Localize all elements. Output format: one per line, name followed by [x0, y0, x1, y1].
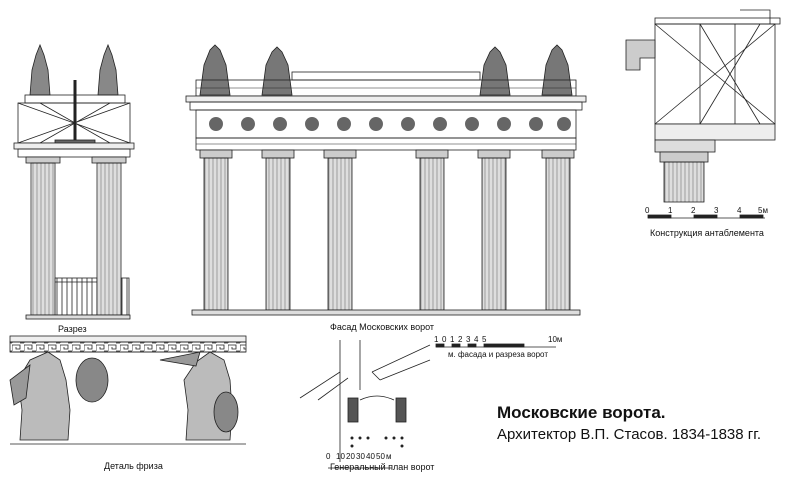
scale-tick: 1: [450, 335, 455, 344]
scale-tick: 3: [466, 335, 471, 344]
scale-tick: 10: [336, 452, 345, 461]
scale-tick: 1: [668, 206, 673, 215]
scale-tick: 40: [366, 452, 375, 461]
section-drawing: [13, 43, 135, 320]
scale-tick: 2: [458, 335, 463, 344]
scale-tick: 0: [645, 206, 650, 215]
facade-scale-caption: м. фасада и разреза ворот: [448, 350, 548, 359]
scale-tick: 5м: [758, 206, 768, 215]
scale-tick: 30: [356, 452, 365, 461]
scale-tick: 20: [346, 452, 355, 461]
scale-tick: 5: [482, 335, 487, 344]
facade-scale-bar: [435, 343, 556, 348]
plan-label: Генеральный план ворот: [330, 462, 435, 472]
scale-tick: 3: [714, 206, 719, 215]
entablature-label: Конструкция антаблемента: [650, 228, 764, 238]
scale-tick: м: [386, 452, 392, 461]
page-title: Московские ворота.: [497, 403, 666, 422]
scale-tick: 4: [737, 206, 742, 215]
scale-tick: 50: [376, 452, 385, 461]
scale-tick: 2: [691, 206, 696, 215]
plan-drawing: [299, 340, 431, 469]
facade-drawing: [185, 44, 587, 316]
scale-tick: 1: [434, 335, 439, 344]
page-subtitle: Архитектор В.П. Стасов. 1834-1838 гг.: [497, 426, 762, 443]
frieze-drawing: [9, 335, 247, 445]
facade-label: Фасад Московских ворот: [330, 322, 435, 332]
entablature-drawing: [625, 9, 781, 219]
scale-tick: 4: [474, 335, 479, 344]
scale-tick: 0: [442, 335, 447, 344]
frieze-label: Деталь фриза: [104, 461, 163, 471]
section-label: Разрез: [58, 324, 87, 334]
scale-tick: 10м: [548, 335, 563, 344]
scale-tick: 0: [326, 452, 331, 461]
